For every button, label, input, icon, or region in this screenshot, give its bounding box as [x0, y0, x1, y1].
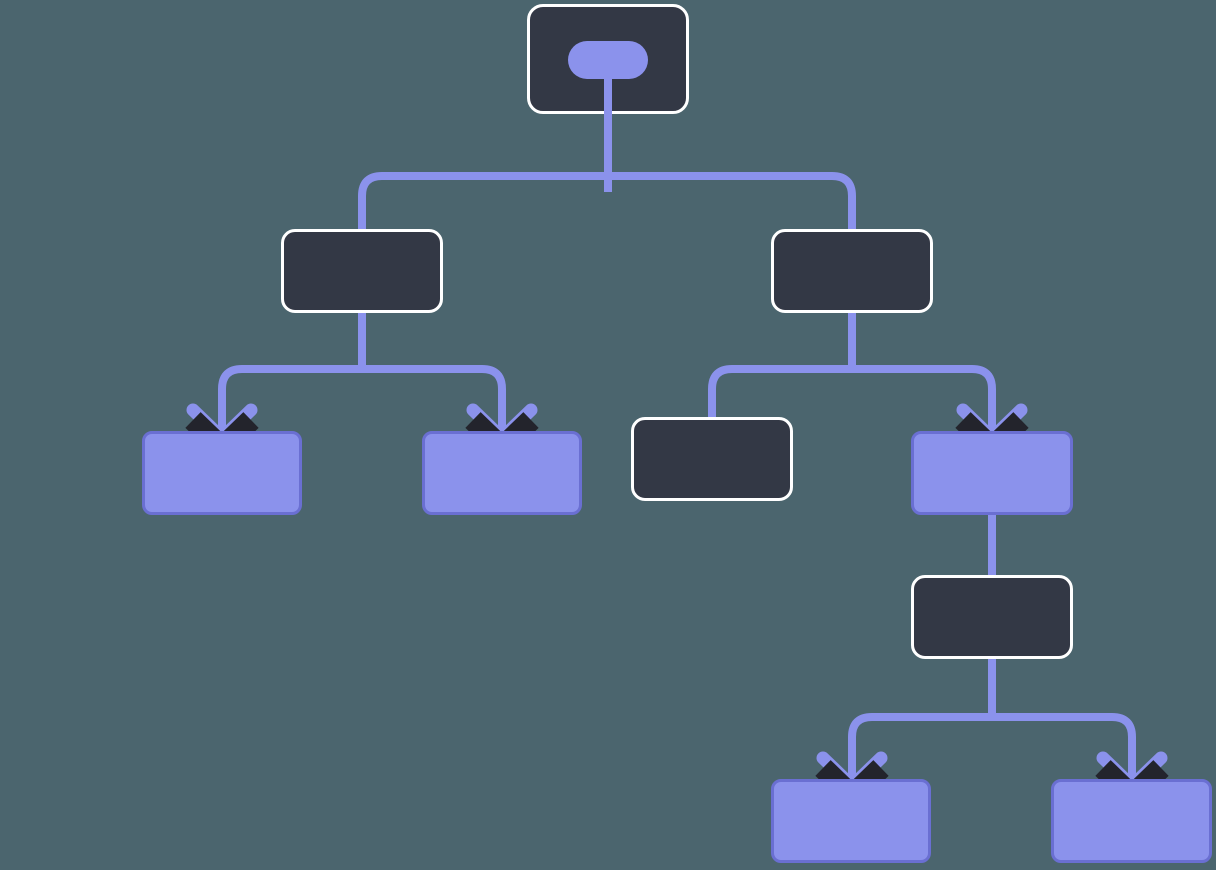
edge-l3-to-leaf-b — [992, 713, 1136, 784]
edge-right-to-dark-leaf — [708, 365, 852, 417]
node-branch-deep[interactable] — [911, 575, 1073, 659]
node-leaf-deep-a[interactable] — [771, 779, 931, 863]
edge-right-to-branch — [852, 365, 996, 436]
edge-l3-to-leaf-a — [848, 713, 992, 784]
node-leaf-left-a[interactable] — [142, 431, 302, 515]
node-leaf-left-b[interactable] — [422, 431, 582, 515]
edge-left-to-leaf-b — [362, 365, 506, 436]
node-root[interactable] — [527, 4, 689, 114]
node-leaf-right-dark[interactable] — [631, 417, 793, 501]
node-branch-right[interactable] — [771, 229, 933, 313]
root-stem-marker — [604, 72, 612, 114]
node-leaf-deep-b[interactable] — [1051, 779, 1212, 863]
node-branch-right-purple[interactable] — [911, 431, 1073, 515]
edge-root-to-left — [358, 172, 608, 229]
edge-root-to-right — [608, 172, 856, 229]
edge-left-to-leaf-a — [218, 365, 362, 436]
node-branch-left[interactable] — [281, 229, 443, 313]
